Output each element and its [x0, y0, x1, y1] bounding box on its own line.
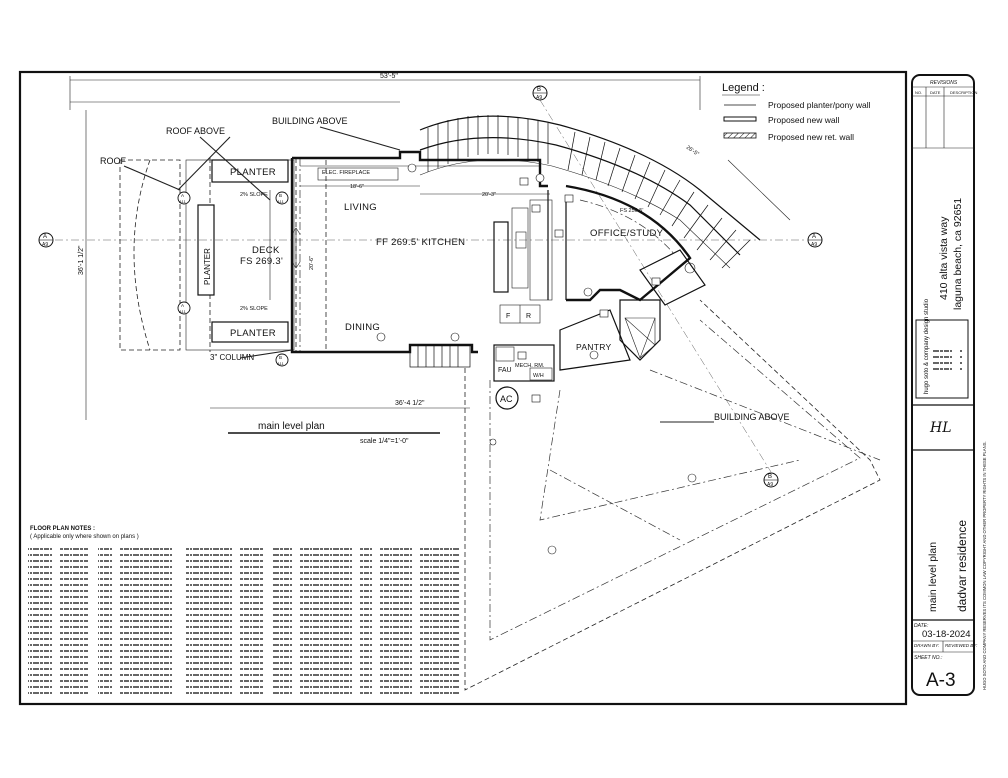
section-marker-bottom: B A9 [763, 472, 779, 488]
building-above-top-label: BUILDING ABOVE [272, 116, 348, 126]
sheet-number: A-3 [926, 670, 956, 691]
planter-left [197, 204, 215, 296]
keynote-tags [376, 163, 661, 403]
legend: Legend : Proposed planter/pony wall Prop… [722, 82, 871, 142]
dim-top-overall: 53'-5" [380, 73, 398, 80]
fau-label: FAU [498, 367, 512, 374]
plan-title: main level plan [258, 421, 325, 432]
elec-fireplace-label: ELEC. FIREPLACE [322, 170, 370, 176]
copyright-note: HUGO SOTO AND COMPANY RESERVES ITS COMMO… [982, 441, 987, 690]
svg-text:A: A [812, 234, 816, 240]
slope-bottom: 2% SLOPE [240, 306, 268, 312]
floor-plan-notes: FLOOR PLAN NOTES : ( Applicable only whe… [28, 526, 460, 696]
ac-label: AC [500, 394, 513, 404]
address-line2: laguna beach, ca 92651 [952, 198, 964, 310]
kitchen-label: FF 269.5' KITCHEN [376, 237, 465, 248]
date-label: DATE: [914, 623, 929, 629]
svg-text:F: F [506, 313, 510, 320]
roof-above-label: ROOF ABOVE [166, 126, 225, 136]
deck-fs-label: FS 269.3' [240, 256, 283, 267]
dim-diag-right: 26'-5" [685, 145, 700, 158]
legend-item-planter: Proposed planter/pony wall [768, 100, 871, 110]
svg-text:DESCRIPTION: DESCRIPTION [950, 90, 977, 95]
planter-top-label: PLANTER [230, 167, 276, 178]
dim-bottom-left: 36'-4 1/2" [395, 400, 425, 407]
legend-item-ret-wall: Proposed new ret. wall [768, 132, 854, 142]
svg-text:A: A [43, 234, 47, 240]
svg-text:DATE: DATE [930, 90, 941, 95]
dim-left-overall: 36'-1 1/2" [78, 245, 85, 275]
title-block: REVISIONS NO. DATE DESCRIPTION 410 alta … [911, 74, 987, 696]
deck-depth-dim: 20'-6" [309, 256, 315, 270]
svg-text:FS 256.5': FS 256.5' [620, 208, 643, 214]
building-above-right-label: BUILDING ABOVE [714, 412, 790, 422]
section-marker-top: B A9 [532, 85, 548, 101]
svg-text:R: R [526, 313, 531, 320]
notes-subtitle: ( Applicable only where shown on plans ) [30, 534, 139, 540]
section-marker-right: A A9 [807, 232, 823, 248]
roof-label: ROOF [100, 156, 127, 166]
building-above-outline [464, 299, 881, 691]
stair-bottom [409, 344, 471, 368]
legend-item-new-wall: Proposed new wall [768, 115, 839, 125]
designer-initials: HL [929, 420, 952, 436]
planter-bottom-label: PLANTER [230, 328, 276, 339]
svg-text:A: A [181, 193, 184, 198]
svg-text:A11: A11 [179, 199, 187, 204]
sheet-title: main level plan [927, 542, 939, 612]
project-name: dadvar residence [955, 520, 969, 612]
svg-text:A11: A11 [277, 361, 285, 366]
legend-hatch-swatch [723, 132, 757, 139]
kitchen-island [493, 221, 509, 293]
planter-bottom [211, 321, 289, 343]
notes-title: FLOOR PLAN NOTES : [30, 526, 95, 532]
office-curved-wall [565, 184, 692, 302]
living-label: LIVING [344, 202, 377, 213]
svg-text:A: A [181, 303, 184, 308]
reviewed-by-label: REVIEWED BY: [945, 643, 978, 648]
svg-text:A9: A9 [767, 482, 773, 488]
section-marker-left: A A9 [38, 232, 54, 248]
svg-text:B: B [537, 87, 541, 93]
svg-text:A11: A11 [179, 309, 187, 314]
svg-text:NO.: NO. [915, 90, 922, 95]
detail-markers: A A11 B A11 A A11 B A11 [177, 191, 289, 367]
svg-text:A9: A9 [811, 242, 817, 248]
floor-plan: 53'-5" 36'-1 1/2" 36'-4 1/2" PLANTER PLA… [38, 73, 881, 691]
firm-name: hugo soto & company design studio [924, 298, 930, 394]
sheet-no-label: SHEET NO.: [914, 655, 943, 661]
svg-text:A11: A11 [277, 199, 285, 204]
dining-label: DINING [345, 322, 380, 333]
column-label: 3" COLUMN [210, 353, 254, 362]
plan-scale: scale 1/4"=1'-0" [360, 438, 409, 445]
deck-label: DECK [252, 245, 280, 256]
svg-text:B: B [279, 193, 282, 198]
wh-label: W/H [533, 373, 544, 379]
planter-left-label: PLANTER [203, 248, 212, 285]
svg-text:B: B [279, 355, 282, 360]
date-value: 03-18-2024 [922, 629, 971, 640]
address-line1: 410 alta vista way [938, 216, 950, 300]
svg-text:B: B [768, 474, 772, 480]
curved-stair [419, 115, 761, 269]
legend-title: Legend : [722, 82, 765, 94]
mech-room [493, 344, 555, 382]
sheet-border [18, 70, 908, 706]
revisions-title: REVISIONS [930, 80, 958, 86]
exterior-wall-main [290, 150, 548, 354]
pantry-label: PANTRY [576, 342, 612, 352]
living-width-dim: 18'-6" [350, 184, 364, 190]
svg-text:A9: A9 [536, 95, 542, 101]
drawn-by-label: DRAWN BY: [914, 643, 940, 648]
slope-top: 2% SLOPE [240, 192, 268, 198]
mech-label: MECH. RM. [515, 363, 545, 369]
svg-text:A9: A9 [42, 242, 48, 248]
office-label: OFFICE/STUDY [590, 228, 664, 239]
kitchen-width-dim: 20'-3" [482, 192, 496, 198]
ac-unit [495, 386, 519, 410]
